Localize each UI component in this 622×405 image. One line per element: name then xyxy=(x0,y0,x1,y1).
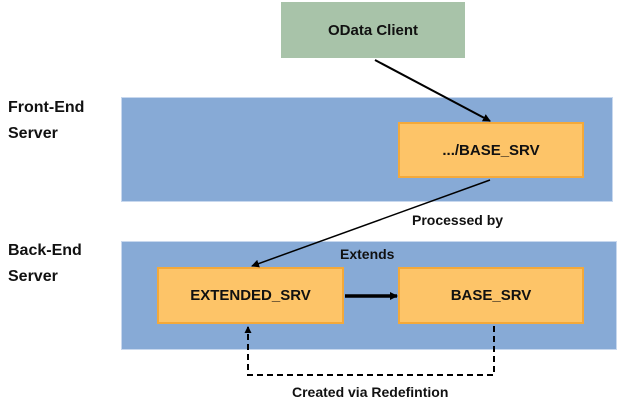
frontend-label-line1: Front-End xyxy=(8,99,85,116)
frontend-label-line2: Server xyxy=(8,125,58,142)
client-to-frontend-arrow xyxy=(374,59,491,122)
odata-client-node: OData Client xyxy=(281,2,465,58)
processed-by-arrow xyxy=(251,179,491,268)
extended-srv-node: EXTENDED_SRV xyxy=(157,267,344,324)
frontend-base-srv-label: .../BASE_SRV xyxy=(442,141,540,159)
odata-client-label: OData Client xyxy=(327,21,418,39)
backend-label-line1: Back-End xyxy=(8,242,82,259)
extended-srv-label: EXTENDED_SRV xyxy=(190,287,311,304)
base-srv-node: BASE_SRV xyxy=(398,267,584,324)
frontend-base-srv-node: .../BASE_SRV xyxy=(398,122,584,178)
redefinition-label: Created via Redefintion xyxy=(292,384,449,400)
redefinition-arrow xyxy=(244,326,495,376)
base-srv-label: BASE_SRV xyxy=(450,287,532,304)
extends-label: Extends xyxy=(340,246,395,262)
backend-label-line2: Server xyxy=(8,268,58,285)
frontend-zone-label: Front-End Server xyxy=(8,95,84,147)
backend-zone-label: Back-End Server xyxy=(8,238,82,290)
processed-by-label: Processed by xyxy=(412,212,504,228)
